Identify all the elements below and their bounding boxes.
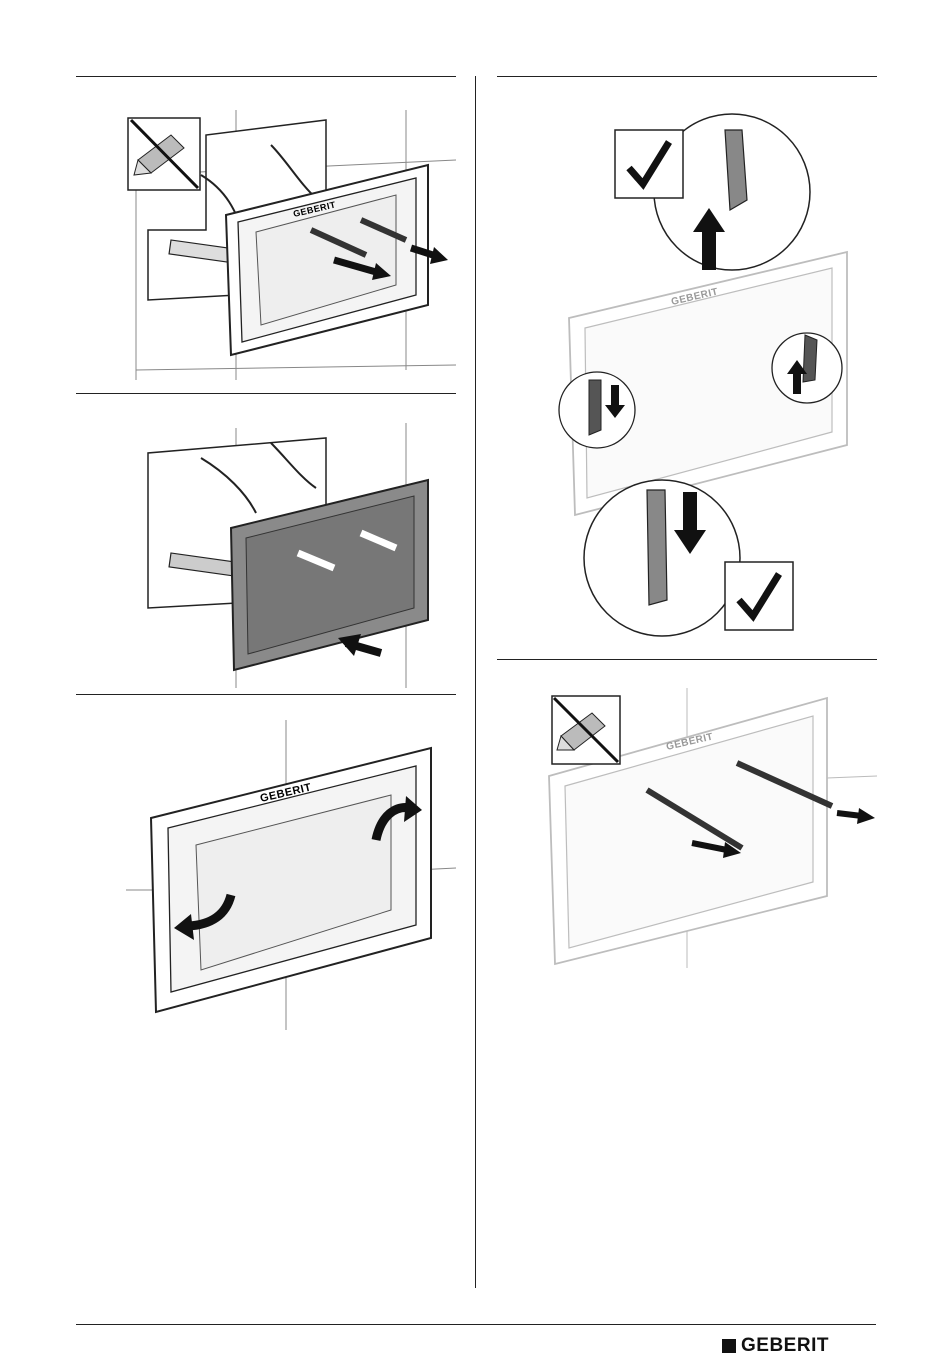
footer-rule <box>76 1324 876 1325</box>
rule-right-2 <box>497 659 877 660</box>
step-5-illustration: GEBERIT <box>497 668 877 973</box>
column-divider <box>475 76 476 1288</box>
crossed-utility-knife-icon <box>128 118 200 190</box>
step-1-illustration: GEBERIT <box>76 80 456 390</box>
top-rule-left <box>76 76 456 77</box>
footer-brand-logo: GEBERIT <box>722 1336 829 1356</box>
checkmark-icon <box>725 562 793 630</box>
rule-left-2 <box>76 393 456 394</box>
arrow-icon <box>338 634 381 656</box>
crossed-utility-knife-icon <box>552 696 620 764</box>
step-4-illustration: GEBERIT <box>497 80 877 655</box>
checkmark-icon <box>615 130 683 198</box>
brand-name: GEBERIT <box>741 1335 829 1357</box>
rule-left-3 <box>76 694 456 695</box>
step-3-illustration: GEBERIT <box>76 700 456 1030</box>
top-rule-right <box>497 76 877 77</box>
step-2-illustration <box>76 398 456 690</box>
brand-square-icon <box>722 1339 736 1353</box>
